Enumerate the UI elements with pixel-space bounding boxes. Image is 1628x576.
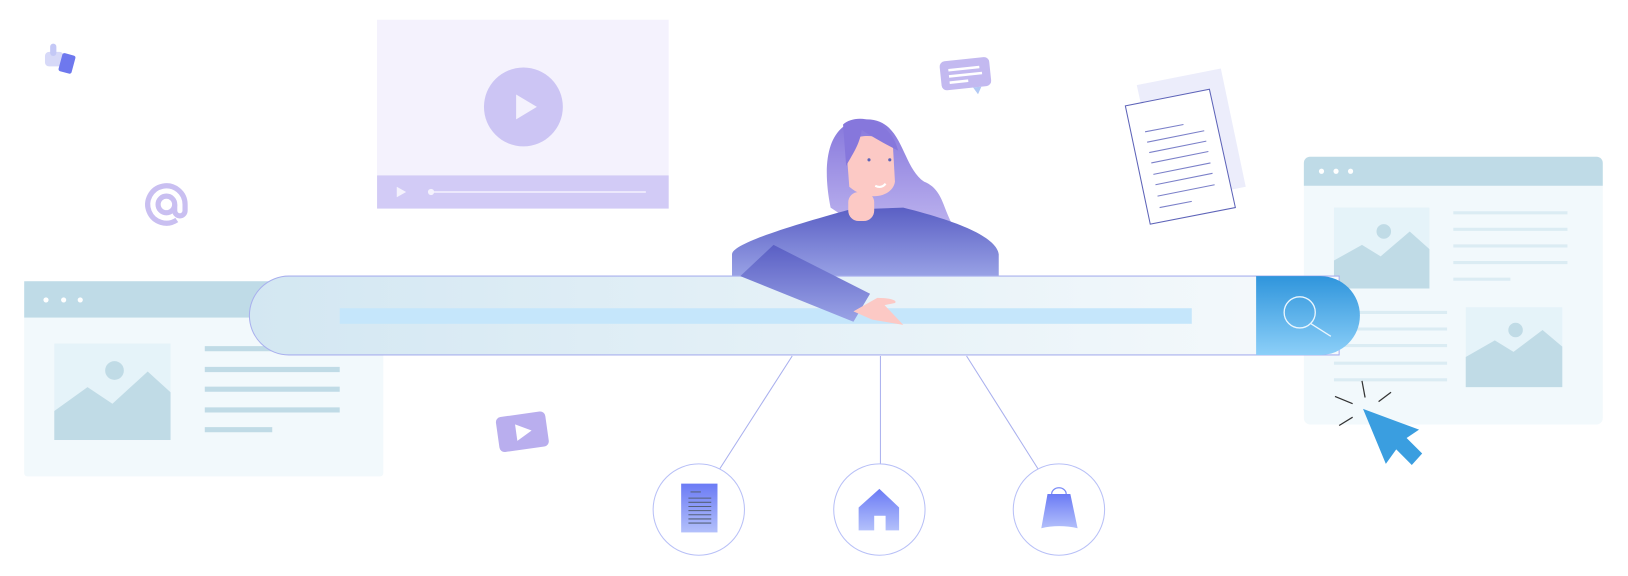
- search-icon: [1283, 296, 1332, 337]
- result-home[interactable]: [833, 463, 926, 556]
- at-sign-icon: [145, 183, 188, 226]
- video-player[interactable]: [377, 19, 669, 209]
- document-icon: [681, 483, 718, 533]
- search-bar[interactable]: [248, 275, 1360, 356]
- cursor-arrow-icon: [1334, 380, 1423, 465]
- image-placeholder-icon: [1333, 207, 1430, 289]
- browser-window-right: [1303, 156, 1603, 425]
- shopping-bag-icon: [1041, 487, 1078, 529]
- video-icon: [495, 411, 549, 453]
- result-document[interactable]: [652, 463, 745, 556]
- search-input[interactable]: [339, 308, 1192, 324]
- progress-handle[interactable]: [427, 188, 435, 196]
- small-play-icon[interactable]: [396, 186, 407, 198]
- image-placeholder-icon: [54, 343, 171, 441]
- thumbs-up-icon: [44, 43, 76, 74]
- image-placeholder-icon: [1465, 307, 1563, 388]
- result-shopping[interactable]: [1012, 463, 1106, 556]
- chat-bubble-icon: [939, 57, 992, 95]
- play-icon: [516, 94, 537, 120]
- person-arm: [740, 244, 904, 325]
- search-button[interactable]: [1256, 276, 1360, 355]
- document-icon: [1124, 68, 1246, 225]
- home-icon: [858, 488, 900, 531]
- connector-lines: [719, 355, 1039, 470]
